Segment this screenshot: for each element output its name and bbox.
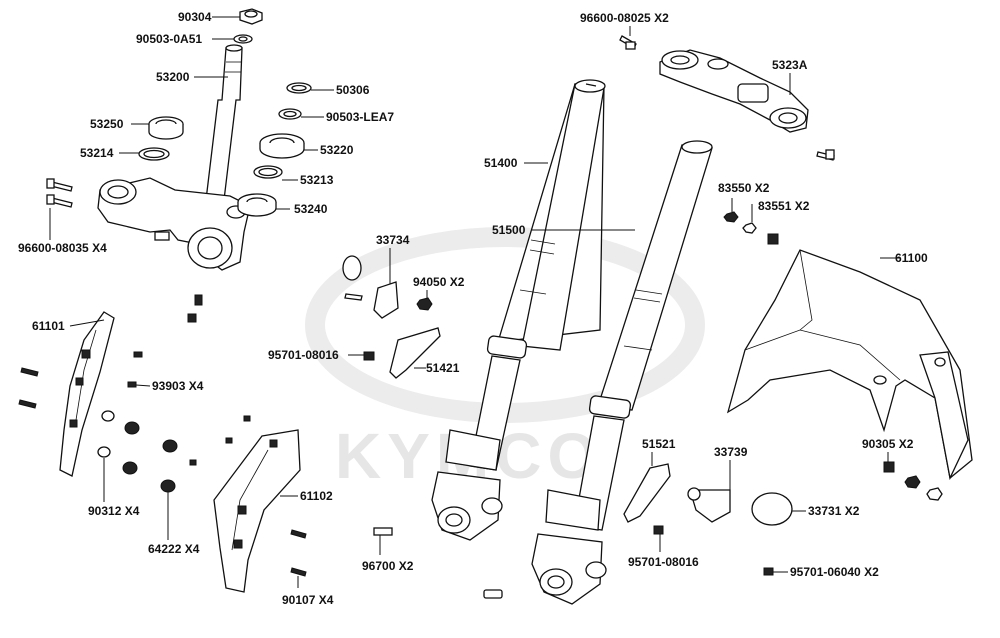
label-61101: 61101 [32, 319, 65, 333]
label-90312: 90312 X4 [88, 504, 140, 518]
brake-hose-bracket-right [623, 463, 793, 576]
label-96600-08035: 96600-08035 X4 [18, 241, 107, 255]
leader-lines [49, 16, 900, 588]
brake-hose-bracket-left [342, 255, 441, 379]
label-53220: 53220 [320, 143, 354, 157]
label-95701-08016-b: 95701-08016 [628, 555, 699, 569]
label-83550: 83550 X2 [718, 181, 770, 195]
label-33734: 33734 [376, 233, 410, 247]
label-51421: 51421 [426, 361, 460, 375]
label-5323A: 5323A [772, 58, 808, 72]
label-90503-0A51: 90503-0A51 [136, 32, 202, 46]
label-95701-06040: 95701-06040 X2 [790, 565, 879, 579]
steering-stem-assembly [46, 8, 312, 323]
label-90107: 90107 X4 [282, 593, 334, 607]
label-96600-08025: 96600-08025 X2 [580, 11, 669, 25]
label-95701-08016-a: 95701-08016 [268, 348, 339, 362]
label-51521: 51521 [642, 437, 676, 451]
label-94050: 94050 X2 [413, 275, 465, 289]
label-64222: 64222 X4 [148, 542, 200, 556]
label-53214: 53214 [80, 146, 114, 160]
label-90304: 90304 [178, 10, 212, 24]
label-90503-LEA7: 90503-LEA7 [326, 110, 394, 124]
label-83551: 83551 X2 [758, 199, 810, 213]
label-53250: 53250 [90, 117, 124, 131]
front-fender [726, 249, 973, 501]
front-fork-left [431, 79, 606, 541]
label-33731: 33731 X2 [808, 504, 860, 518]
label-53200: 53200 [156, 70, 190, 84]
front-fork-right [483, 140, 713, 605]
label-93903: 93903 X4 [152, 379, 204, 393]
upper-bracket-assembly [619, 35, 835, 245]
part-labels: 90304 90503-0A51 53200 50306 90503-LEA7 … [18, 10, 928, 607]
label-61100: 61100 [895, 251, 928, 265]
label-53240: 53240 [294, 202, 328, 216]
fork-cover-right [213, 429, 393, 593]
fork-cover-left [18, 311, 251, 493]
label-61102: 61102 [300, 489, 333, 503]
label-53213: 53213 [300, 173, 334, 187]
label-51400: 51400 [484, 156, 518, 170]
label-33739: 33739 [714, 445, 748, 459]
label-50306: 50306 [336, 83, 370, 97]
label-51500: 51500 [492, 223, 526, 237]
label-90305: 90305 X2 [862, 437, 914, 451]
label-96700: 96700 X2 [362, 559, 414, 573]
